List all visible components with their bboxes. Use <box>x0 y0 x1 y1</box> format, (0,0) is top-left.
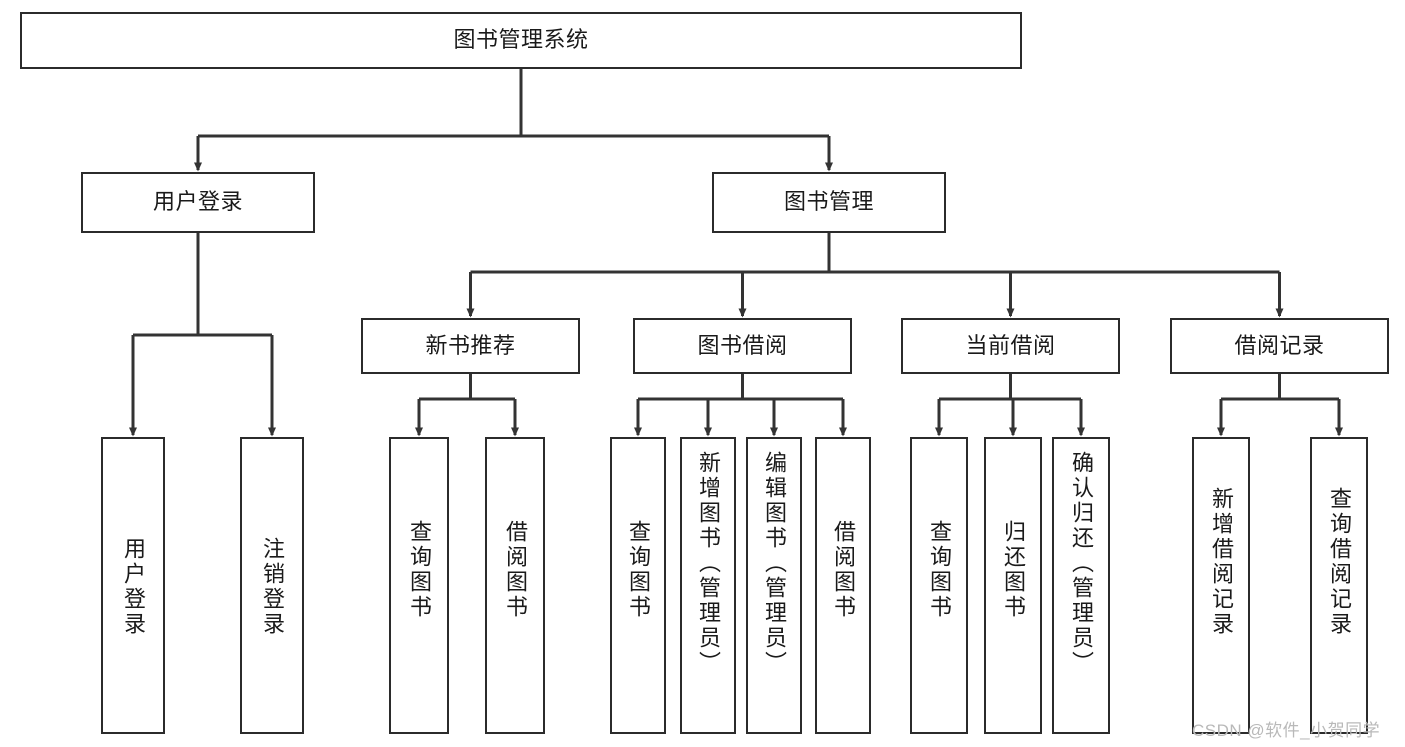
node-label-leaf-return-book: 归还图书 <box>1001 520 1026 620</box>
node-new-book-recommend[interactable]: 新书推荐 <box>361 318 580 374</box>
node-label-leaf-borrow-book-2: 借阅图书 <box>831 520 856 620</box>
node-label-leaf-user-login: 用户登录 <box>121 537 146 637</box>
node-leaf-user-logout[interactable]: 注销登录 <box>240 437 304 734</box>
node-leaf-borrow-book-1[interactable]: 借阅图书 <box>485 437 545 734</box>
node-user-login[interactable]: 用户登录 <box>81 172 315 233</box>
node-label-new-book-recommend: 新书推荐 <box>425 332 516 358</box>
node-leaf-add-borrow-record[interactable]: 新增借阅记录 <box>1192 437 1250 734</box>
node-label-leaf-query-borrow-record: 查询借阅记录 <box>1327 487 1352 637</box>
node-leaf-add-book[interactable]: 新增图书（管理员） <box>680 437 736 734</box>
node-leaf-user-login[interactable]: 用户登录 <box>101 437 165 734</box>
node-label-book-borrow: 图书借阅 <box>697 332 788 358</box>
node-label-leaf-edit-book: 编辑图书（管理员） <box>762 451 787 676</box>
node-current-borrow[interactable]: 当前借阅 <box>901 318 1120 374</box>
node-label-current-borrow: 当前借阅 <box>965 332 1056 358</box>
node-label-leaf-confirm-return: 确认归还（管理员） <box>1069 451 1094 676</box>
node-label-book-manage: 图书管理 <box>783 189 874 215</box>
node-root[interactable]: 图书管理系统 <box>20 12 1022 69</box>
node-borrow-record[interactable]: 借阅记录 <box>1170 318 1389 374</box>
node-label-borrow-record: 借阅记录 <box>1234 332 1325 358</box>
node-label-leaf-add-book: 新增图书（管理员） <box>696 451 721 676</box>
node-label-user-login: 用户登录 <box>152 189 243 215</box>
node-leaf-query-book-3[interactable]: 查询图书 <box>910 437 968 734</box>
node-book-borrow[interactable]: 图书借阅 <box>633 318 852 374</box>
node-label-leaf-user-logout: 注销登录 <box>260 537 285 637</box>
node-label-leaf-borrow-book-1: 借阅图书 <box>503 520 528 620</box>
node-label-leaf-query-book-3: 查询图书 <box>927 520 952 620</box>
node-leaf-return-book[interactable]: 归还图书 <box>984 437 1042 734</box>
node-leaf-borrow-book-2[interactable]: 借阅图书 <box>815 437 871 734</box>
edge-group <box>129 69 1343 437</box>
node-label-leaf-query-book-1: 查询图书 <box>407 520 432 620</box>
node-label-root: 图书管理系统 <box>453 27 589 53</box>
node-book-manage[interactable]: 图书管理 <box>712 172 946 233</box>
node-leaf-confirm-return[interactable]: 确认归还（管理员） <box>1052 437 1110 734</box>
node-leaf-query-borrow-record[interactable]: 查询借阅记录 <box>1310 437 1368 734</box>
node-leaf-edit-book[interactable]: 编辑图书（管理员） <box>746 437 802 734</box>
node-leaf-query-book-2[interactable]: 查询图书 <box>610 437 666 734</box>
node-leaf-query-book-1[interactable]: 查询图书 <box>389 437 449 734</box>
node-label-leaf-query-book-2: 查询图书 <box>626 520 651 620</box>
node-label-leaf-add-borrow-record: 新增借阅记录 <box>1209 487 1234 637</box>
